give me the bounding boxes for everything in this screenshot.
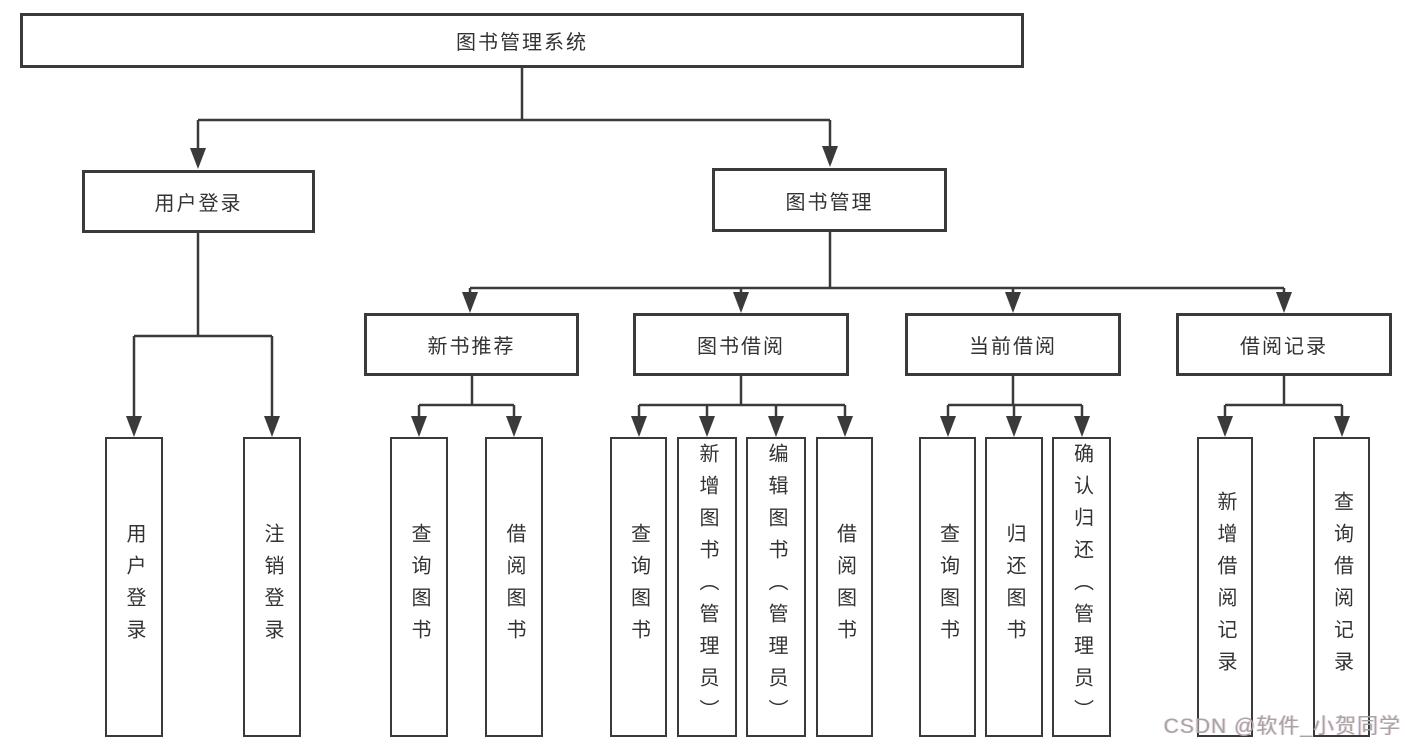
leaf-user-login: 用户登录 [105,437,163,737]
node-library-management-system: 图书管理系统 [20,13,1024,68]
leaf-add-books-admin: 新增图书（管理员） [677,437,737,737]
node-label: 图书管理系统 [456,32,588,54]
leaf-label: 查询图书 [936,523,959,651]
leaf-label: 注销登录 [261,523,283,651]
leaf-return-books: 归还图书 [985,437,1043,737]
leaf-label: 借阅图书 [503,523,525,651]
watermark-csdn: CSDN @软件_小贺同学 [1163,715,1401,738]
node-current-borrowing: 当前借阅 [905,313,1121,376]
leaf-label: 编辑图书（管理员） [765,443,787,731]
leaf-label: 新增借阅记录 [1214,491,1236,683]
leaf-logout-login: 注销登录 [243,437,301,737]
node-borrowing-records: 借阅记录 [1176,313,1392,376]
node-label: 当前借阅 [969,336,1057,358]
leaf-add-borrow-record: 新增借阅记录 [1197,437,1253,737]
node-label: 借阅记录 [1240,336,1328,358]
node-label: 图书管理 [785,191,874,214]
leaf-label: 确认归还（管理员） [1070,443,1093,731]
leaf-confirm-return-admin: 确认归还（管理员） [1052,437,1111,737]
leaf-query-books-current: 查询图书 [919,437,976,737]
leaf-borrow-books-recommendation: 借阅图书 [485,437,543,737]
node-book-management: 图书管理 [712,168,947,232]
leaf-label: 归还图书 [1003,523,1025,651]
leaf-query-books-borrowing: 查询图书 [610,437,667,737]
node-book-borrowing: 图书借阅 [633,313,849,376]
leaf-query-borrow-record: 查询借阅记录 [1313,437,1370,737]
leaf-label: 借阅图书 [833,523,856,651]
node-user-login: 用户登录 [82,170,315,233]
leaf-label: 用户登录 [123,523,145,651]
leaf-query-books-recommendation: 查询图书 [390,437,448,737]
leaf-label: 查询借阅记录 [1330,491,1353,683]
leaf-label: 查询图书 [627,523,650,651]
leaf-borrow-books-borrowing: 借阅图书 [816,437,873,737]
leaf-label: 新增图书（管理员） [696,443,718,731]
node-new-book-recommendation: 新书推荐 [364,313,579,376]
node-label: 新书推荐 [427,336,516,358]
arrowheads [126,146,1350,437]
leaf-edit-books-admin: 编辑图书（管理员） [746,437,806,737]
node-label: 图书借阅 [697,336,785,358]
leaf-label: 查询图书 [408,523,430,651]
node-label: 用户登录 [154,193,243,215]
